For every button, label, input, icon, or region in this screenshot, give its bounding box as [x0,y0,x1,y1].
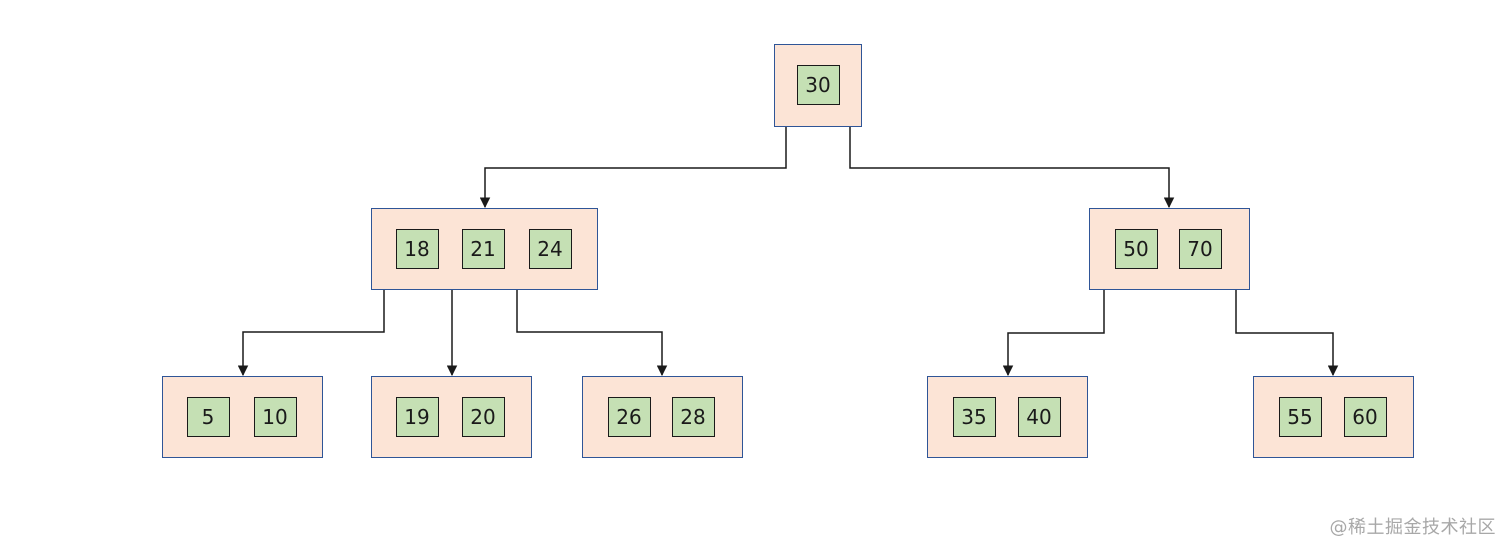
node-key: 40 [1017,396,1061,437]
tree-node-n35: 35 40 [927,376,1088,458]
node-key: 28 [671,396,715,437]
node-key: 18 [395,228,439,269]
tree-node-n5: 5 10 [162,376,323,458]
edge-n18-to-n5 [237,290,385,377]
edge-n50-to-n35 [1002,290,1105,377]
watermark: @稀土掘金技术社区 [1329,517,1496,538]
node-key: 19 [395,396,439,437]
node-key: 50 [1114,228,1158,269]
tree-node-root: 30 [774,44,862,127]
node-key: 20 [461,396,505,437]
node-key: 26 [607,396,651,437]
edge-root-to-n50 [849,127,1175,209]
edge-n50-to-n55 [1235,290,1339,377]
node-key: 70 [1178,228,1222,269]
edge-n18-to-n26 [516,290,668,377]
tree-node-n26: 26 28 [582,376,743,458]
node-key: 55 [1278,396,1322,437]
tree-node-n55: 55 60 [1253,376,1414,458]
node-key: 30 [796,65,840,105]
node-key: 5 [186,396,230,437]
node-key: 60 [1343,396,1387,437]
tree-node-n18: 18 21 24 [371,208,598,290]
edge-root-to-n18 [479,127,787,209]
tree-node-n50: 50 70 [1089,208,1250,290]
node-key: 24 [528,228,572,269]
node-key: 10 [253,396,297,437]
node-key: 35 [952,396,996,437]
node-key: 21 [461,228,505,269]
